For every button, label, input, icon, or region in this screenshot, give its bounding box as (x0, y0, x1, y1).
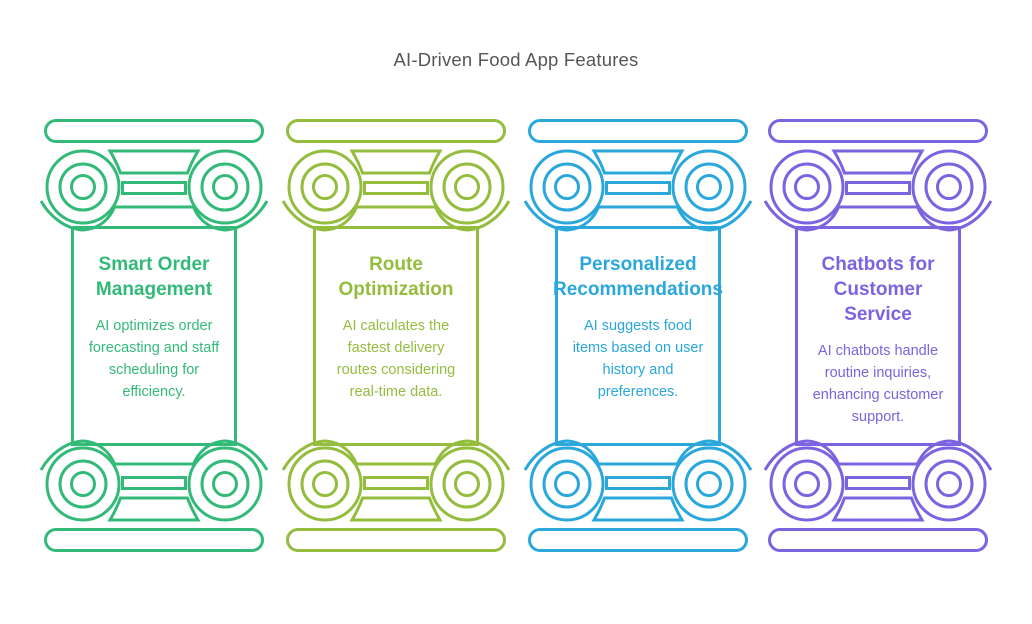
column-capital-bottom (763, 439, 993, 552)
pillar-text-block: Personalized Recommendations AI suggests… (528, 228, 748, 445)
column-shaft (313, 226, 479, 446)
column-shaft (795, 226, 961, 446)
feature-pillar-personalized-recommendations: Personalized Recommendations AI suggests… (523, 119, 753, 552)
column-ornament (763, 119, 993, 552)
column-capital-top (523, 119, 753, 232)
column-shaft (555, 226, 721, 446)
pillar-description: AI chatbots handle routine inquiries, en… (812, 343, 944, 425)
pillar-text-block: Chatbots for Customer Service AI chatbot… (768, 228, 988, 445)
feature-pillar-chatbots-customer-service: Chatbots for Customer Service AI chatbot… (763, 119, 993, 552)
pillar-description: AI calculates the fastest delivery route… (336, 318, 456, 400)
column-capital-top (39, 119, 269, 232)
column-ornament (39, 119, 269, 552)
pillar-title: Personalized Recommendations (553, 254, 723, 300)
column-capital-bottom (281, 439, 511, 552)
pillar-text-block: Smart Order Management AI optimizes orde… (44, 228, 264, 445)
column-shaft (71, 226, 237, 446)
pillar-description: AI optimizes order forecasting and staff… (88, 318, 220, 400)
pillar-title: Smart Order Management (95, 254, 213, 300)
column-capital-top (763, 119, 993, 232)
column-capital-bottom (523, 439, 753, 552)
column-capital-bottom (39, 439, 269, 552)
pillar-description: AI suggests food items based on user his… (572, 318, 704, 400)
pillar-title: Route Optimization (338, 254, 454, 300)
feature-pillar-route-optimization: Route Optimization AI calculates the fas… (281, 119, 511, 552)
pillar-title: Chatbots for Customer Service (821, 254, 935, 325)
column-ornament (281, 119, 511, 552)
column-capital-top (281, 119, 511, 232)
page-title: AI-Driven Food App Features (393, 49, 639, 70)
feature-pillar-smart-order-management: Smart Order Management AI optimizes orde… (39, 119, 269, 552)
pillar-text-block: Route Optimization AI calculates the fas… (286, 228, 506, 445)
column-ornament (523, 119, 753, 552)
